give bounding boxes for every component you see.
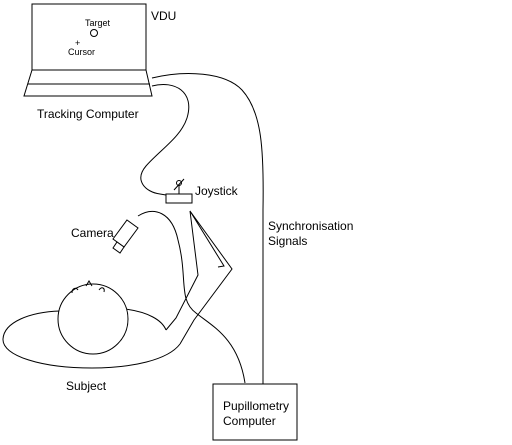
target-label: Target	[85, 18, 111, 28]
subject-shoulders-right	[124, 308, 167, 331]
camera-cable	[137, 211, 246, 384]
joystick-label: Joystick	[195, 184, 239, 198]
pupillometry-computer	[212, 383, 298, 441]
tracking-computer	[23, 3, 153, 97]
subject-arm	[165, 210, 233, 345]
target-marker	[90, 29, 98, 37]
joystick-finger	[173, 178, 185, 191]
joystick	[165, 178, 193, 204]
subject-head	[57, 283, 129, 355]
synchronisation-label-line2: Signals	[268, 234, 307, 248]
joystick-base	[165, 193, 193, 204]
synchronisation-label-line1: Synchronisation	[268, 219, 353, 233]
camera-label: Camera	[71, 226, 114, 240]
joystick-cable	[140, 84, 190, 196]
vdu-label: VDU	[151, 9, 176, 23]
subject-ear-right	[98, 287, 105, 293]
subject	[2, 210, 233, 369]
tracking-computer-label: Tracking Computer	[37, 107, 139, 121]
synchronisation-signal-line	[151, 73, 264, 384]
camera	[112, 219, 139, 254]
joystick-knob	[176, 180, 182, 186]
subject-label: Subject	[66, 379, 107, 393]
subject-nose	[85, 280, 93, 287]
camera-lens	[112, 241, 125, 254]
pupillometry-label-line2: Computer	[223, 414, 276, 428]
pupillometry-label-line1: Pupillometry	[223, 399, 289, 413]
subject-shoulders	[2, 310, 181, 369]
cursor-mark: +	[75, 38, 80, 48]
laptop-keyboard-base	[23, 69, 153, 97]
vdu-screen	[31, 3, 147, 71]
subject-ear-left	[71, 287, 79, 294]
cursor-label: Cursor	[68, 47, 95, 57]
